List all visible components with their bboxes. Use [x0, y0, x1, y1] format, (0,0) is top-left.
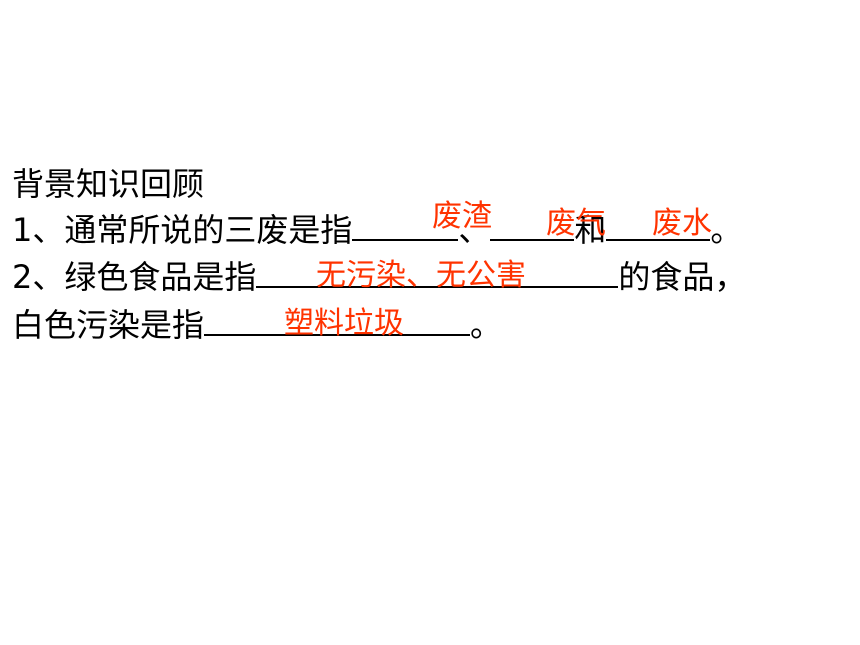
question-2-prefix: 2、绿色食品是指	[12, 258, 257, 296]
section-heading: 背景知识回顾	[12, 165, 205, 203]
question-1: 1、通常所说的三废是指 、 和 。	[12, 210, 742, 250]
answer-waste-gas: 废气	[546, 206, 606, 241]
answer-blank-2	[490, 213, 575, 241]
question-1-prefix: 1、通常所说的三废是指	[12, 211, 353, 249]
answer-blank-5	[204, 308, 471, 336]
answer-blank-4	[256, 260, 619, 288]
answer-white-pollution: 塑料垃圾	[284, 306, 404, 341]
answer-waste-water: 废水	[652, 206, 712, 241]
question-1-separator-2: 和	[574, 211, 607, 249]
answer-blank-3	[606, 213, 711, 241]
question-1-separator-1: 、	[458, 211, 491, 249]
question-3: 白色污染是指 。	[12, 305, 502, 345]
answer-waste-residue: 废渣	[432, 199, 492, 234]
question-3-prefix: 白色污染是指	[12, 306, 205, 344]
answer-blank-1	[352, 213, 459, 241]
question-2-suffix: 的食品，	[618, 258, 747, 296]
question-2: 2、绿色食品是指 的食品，	[12, 257, 746, 297]
answer-green-food: 无污染、无公害	[316, 258, 526, 293]
question-1-end: 。	[710, 211, 743, 249]
question-3-end: 。	[470, 306, 503, 344]
